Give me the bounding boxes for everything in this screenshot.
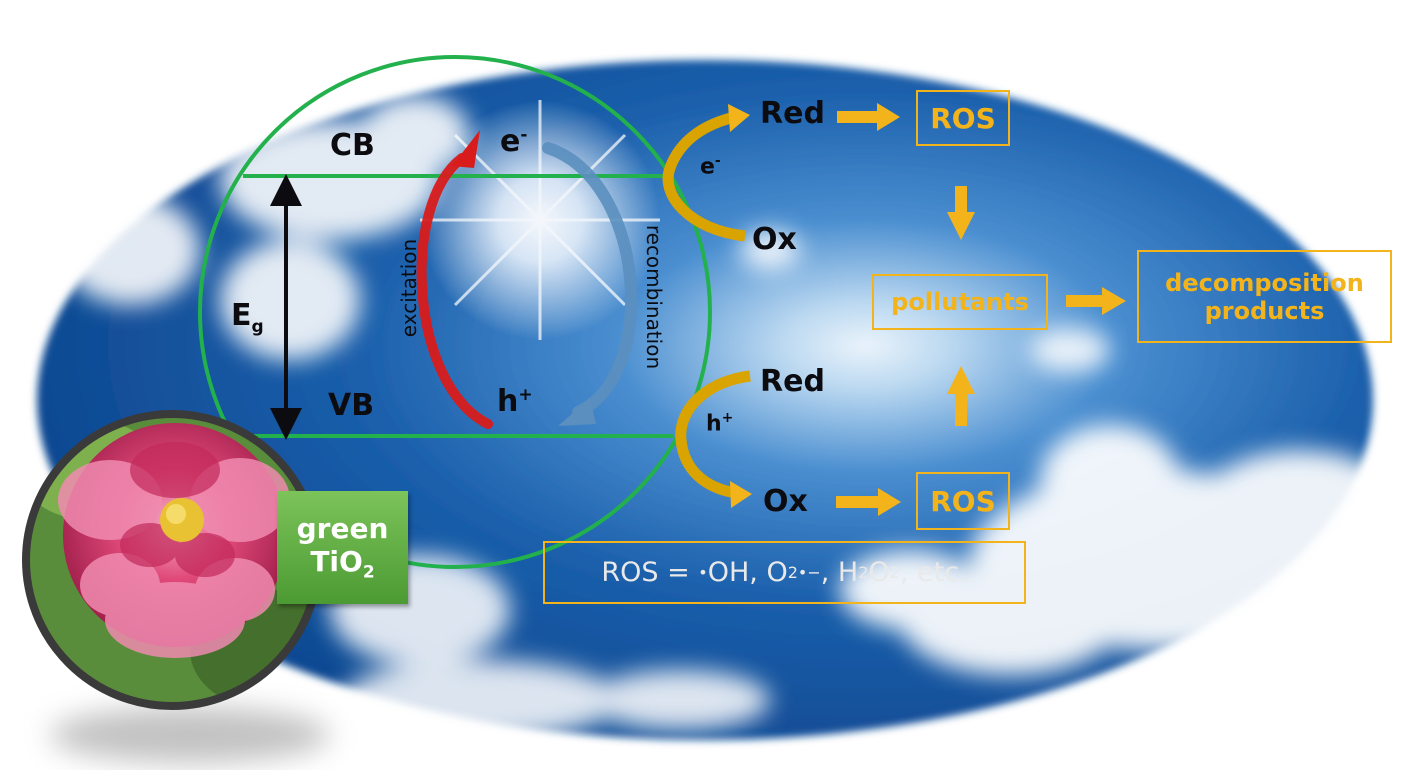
particle-circle [198, 55, 712, 569]
ros-definition-box: ROS = • OH, O 2 •− , H 2 O 2 , etc. [543, 541, 1026, 604]
bottom-carrier-label: h+ [706, 410, 733, 436]
decomposition-line1: decomposition [1165, 268, 1364, 297]
top-ox-label: Ox [752, 222, 797, 257]
top-redox-arc [662, 111, 746, 242]
decomposition-products-box: decomposition products [1137, 250, 1392, 343]
top-redox-arrowhead [728, 104, 750, 132]
bottom-redox-arrowhead [730, 481, 752, 508]
cloud-bottom [330, 230, 1110, 740]
decomposition-line2: products [1204, 296, 1325, 325]
electron-symbol: e [500, 124, 521, 159]
cloud-right [840, 425, 1410, 675]
sun [420, 100, 660, 340]
tio2-subscript: 2 [362, 562, 375, 583]
peroxide-h-subscript: 2 [858, 563, 869, 582]
vb-label: VB [328, 388, 375, 423]
band-gap-symbol: E [231, 298, 252, 333]
electron-label: e- [500, 124, 527, 159]
excitation-arrow [416, 153, 493, 429]
ros-definition-prefix: ROS = [601, 557, 699, 588]
peroxide-o-subscript: 2 [889, 563, 900, 582]
green-tio2-tag: green TiO2 [277, 491, 408, 604]
arrow-ros-up [947, 366, 975, 426]
arrow-red-to-ros [837, 103, 900, 131]
recombination-label: recombination [642, 224, 667, 370]
green-tag-line2: TiO2 [310, 545, 374, 583]
bottom-carrier-symbol: h [706, 411, 722, 437]
ros-species-oh: OH, O [707, 557, 788, 588]
hole-charge: + [518, 385, 533, 405]
top-carrier-charge: - [714, 153, 721, 169]
pollutants-box: pollutants [872, 274, 1048, 330]
arrow-ros-down [947, 186, 975, 240]
peroxide-o: O [868, 557, 890, 588]
bottom-ox-label: Ox [763, 484, 808, 519]
cb-label: CB [330, 128, 375, 163]
bottom-red-label: Red [760, 364, 825, 399]
band-gap-label: Eg [231, 298, 264, 337]
top-carrier-label: e- [700, 153, 721, 179]
hydroxyl-radical-dot: • [698, 563, 708, 582]
tio-text: TiO [310, 545, 363, 579]
top-red-label: Red [760, 96, 825, 131]
hole-label: h+ [497, 384, 533, 419]
band-gap-subscript: g [251, 317, 264, 337]
shadow [50, 707, 330, 763]
arrow-ox-to-ros [836, 488, 901, 516]
ros-top-box: ROS [916, 90, 1010, 146]
arrow-pollutants-to-products [1066, 287, 1126, 315]
flower-photo [26, 414, 318, 706]
top-carrier-symbol: e [700, 154, 715, 180]
bottom-redox-arc [675, 370, 751, 499]
superoxide-subscript: 2 [787, 563, 798, 582]
ros-bottom-box: ROS [916, 472, 1010, 530]
bottom-carrier-charge: + [721, 410, 734, 426]
recombination-arrow [542, 142, 638, 418]
hole-symbol: h [497, 384, 519, 419]
ros-definition-suffix: , etc. [899, 557, 968, 588]
green-tag-line1: green [296, 512, 389, 546]
excitation-label: excitation [397, 238, 422, 338]
recombination-arrowhead [558, 398, 596, 426]
superoxide-superscript: •− [797, 563, 821, 582]
electron-charge: - [520, 125, 528, 145]
ros-species-sep: , H [820, 557, 859, 588]
excitation-arrowhead [452, 130, 480, 168]
